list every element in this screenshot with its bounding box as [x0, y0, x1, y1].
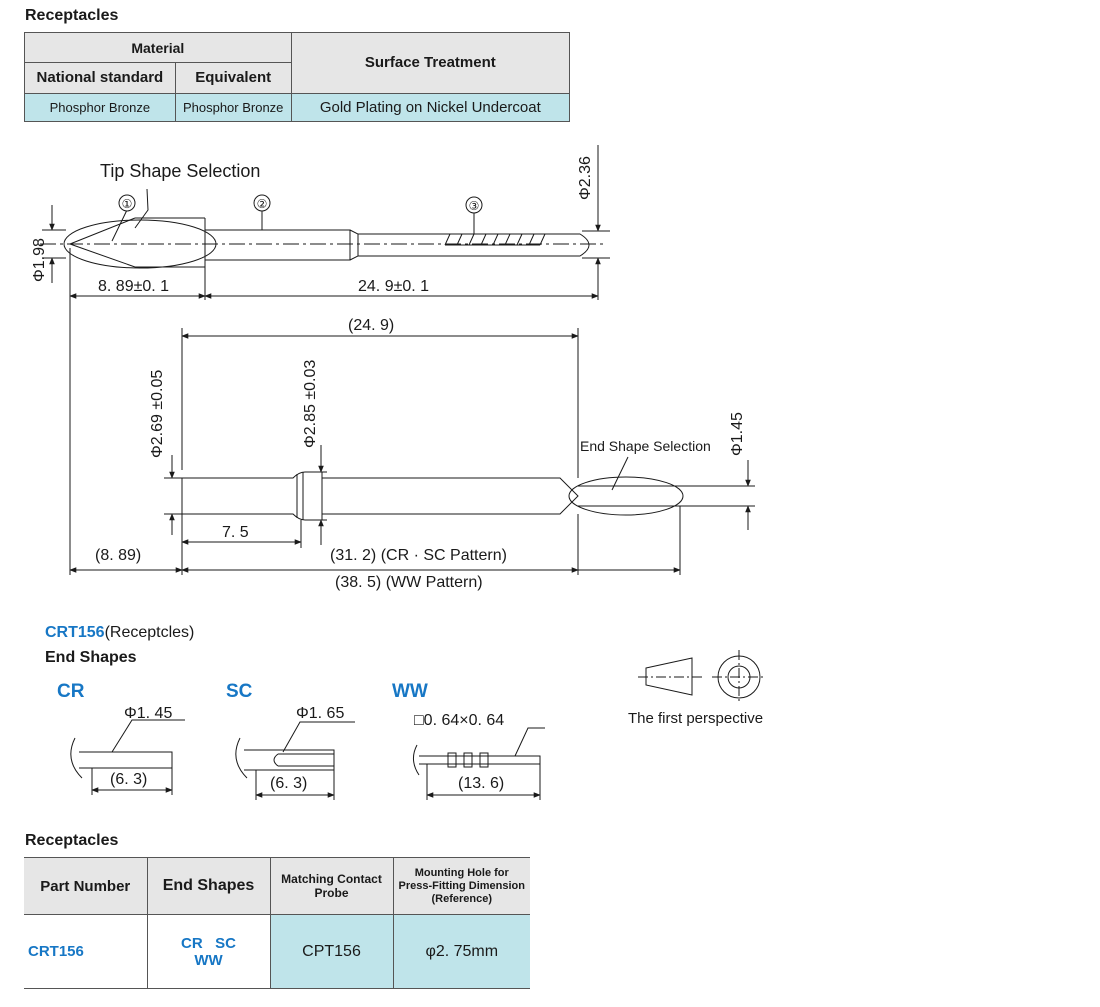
equivalent-value: Phosphor Bronze — [174, 92, 292, 123]
material-table: Material Surface Treatment National stan… — [24, 31, 571, 123]
dim-31-2: (31. 2) (CR · SC Pattern) — [330, 547, 507, 564]
dim-24-9: 24. 9±0. 1 — [358, 278, 429, 295]
end-shapes-value-2: WW — [194, 951, 223, 969]
first-angle-projection-icon — [638, 650, 766, 704]
mounting-hole-header: Mounting Hole for Press-Fitting Dimensio… — [392, 857, 530, 915]
end-shape-sc-label: SC — [226, 681, 253, 702]
end-shape-cr-drawing — [70, 719, 185, 795]
bottom-table-title: Receptacles — [25, 832, 119, 849]
end-shape-ww-drawing — [413, 727, 545, 800]
top-table-title: Receptacles — [25, 7, 119, 24]
sc-length: (6. 3) — [270, 775, 307, 792]
dim-24-9-ref: (24. 9) — [348, 317, 394, 334]
national-standard-header: National standard — [24, 62, 176, 94]
end-shapes-header: End Shapes — [146, 857, 271, 915]
end-shapes-model: CRT156 — [45, 624, 105, 641]
dim-8-89: 8. 89±0. 1 — [98, 278, 169, 295]
part-number-cell: CRT156 — [24, 914, 148, 989]
dim-phi-1-98: Φ1.98 — [31, 238, 48, 282]
circle-number-2: ② — [257, 197, 268, 211]
end-shapes-value-1: CR SC — [180, 934, 236, 952]
end-shape-cr-label: CR — [57, 681, 85, 702]
part-table: Part Number End Shapes Matching Contact … — [24, 857, 530, 989]
tip-shape-selection-label: Tip Shape Selection — [100, 161, 260, 181]
dim-phi-2-69: Φ2.69 ±0.05 — [149, 370, 166, 458]
end-shape-sc-drawing — [235, 721, 355, 800]
sc-diameter: Φ1. 65 — [296, 705, 344, 722]
part-number-header: Part Number — [24, 857, 148, 915]
circle-number-1: ① — [122, 197, 133, 211]
end-shapes-model-suffix: (Receptcles) — [104, 624, 195, 641]
surface-treatment-header: Surface Treatment — [290, 32, 571, 94]
dim-8-89-ref: (8. 89) — [95, 547, 141, 564]
end-shape-ww-label: WW — [392, 681, 428, 702]
national-standard-value: Phosphor Bronze — [24, 92, 176, 123]
dim-38-5: (38. 5) (WW Pattern) — [335, 574, 483, 591]
part-number-value: CRT156 — [28, 943, 84, 960]
circle-number-3: ③ — [469, 199, 480, 213]
dim-7-5: 7. 5 — [222, 524, 249, 541]
ww-dimension: □0. 64×0. 64 — [414, 712, 504, 729]
matching-probe-value: CPT156 — [269, 914, 394, 989]
receptacle-side-view — [69, 300, 755, 575]
end-shape-selection-label: End Shape Selection — [580, 438, 711, 454]
probe-side-view — [40, 145, 610, 300]
matching-probe-header: Matching Contact Probe — [269, 857, 394, 915]
mounting-hole-value: φ2. 75mm — [392, 914, 530, 989]
dim-phi-1-45: Φ1.45 — [729, 412, 746, 456]
end-shapes-cell: CR SC WW — [146, 914, 271, 989]
surface-treatment-value: Gold Plating on Nickel Undercoat — [290, 92, 571, 123]
dim-phi-2-85: Φ2.85 ±0.03 — [302, 360, 319, 448]
cr-diameter: Φ1. 45 — [124, 705, 172, 722]
end-shapes-title: End Shapes — [45, 649, 137, 666]
cr-length: (6. 3) — [110, 771, 147, 788]
equivalent-header: Equivalent — [174, 62, 292, 94]
ww-length: (13. 6) — [458, 775, 504, 792]
dim-phi-2-36: Φ2.36 — [577, 156, 594, 200]
end-shapes-model-line: CRT156(Receptcles) — [45, 624, 194, 642]
first-perspective-label: The first perspective — [628, 710, 763, 727]
